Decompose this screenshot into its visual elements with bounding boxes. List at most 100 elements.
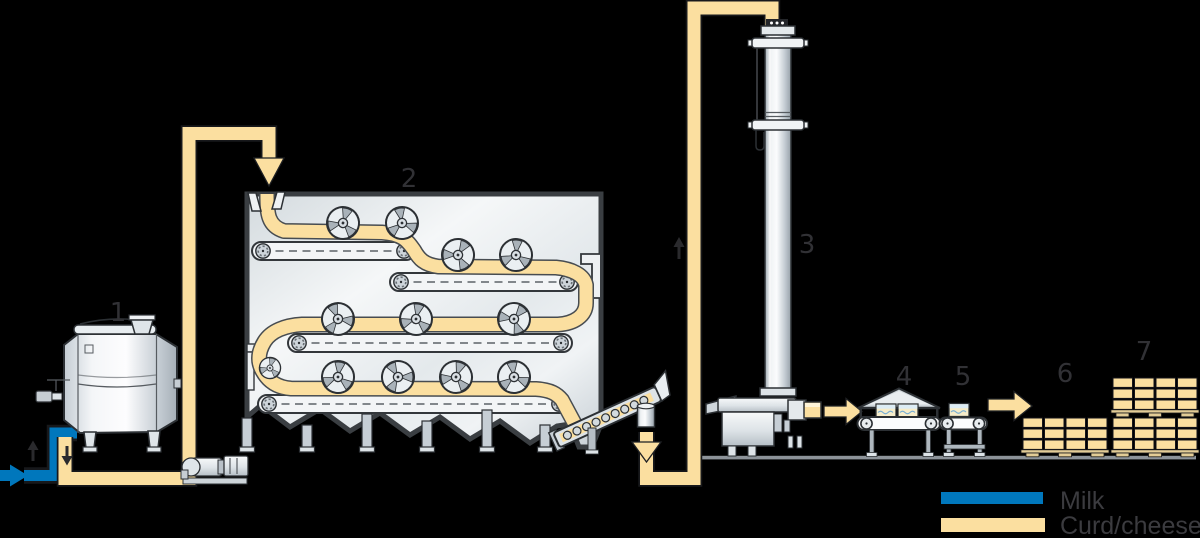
cheese-box	[1155, 428, 1176, 439]
wrapped-cheese-block	[948, 402, 970, 418]
pallet-stack	[1110, 377, 1200, 458]
legend-curd-label: Curd/cheese	[1060, 512, 1200, 538]
cheese-box	[1155, 439, 1176, 450]
pallet	[1110, 449, 1200, 454]
box-pallet	[1020, 417, 1110, 458]
curd-down-arrow-icon	[252, 157, 286, 188]
flow-right-arrow-icon	[987, 390, 1034, 422]
milk-inlet-arrow	[0, 464, 28, 487]
cheese-vat	[35, 314, 182, 453]
pallet	[1020, 449, 1110, 454]
stage-label-1: 1	[110, 298, 127, 328]
flow-down-arrow-icon	[61, 446, 73, 466]
elevator-buckets	[562, 395, 649, 440]
conveyor-belt-3	[287, 333, 573, 353]
elevator-spout	[653, 369, 671, 403]
curd-pipe-vat-to-cabinet	[56, 125, 278, 487]
tower-bracket	[747, 37, 809, 49]
tower-bracket	[747, 119, 809, 151]
cheese-box	[1065, 439, 1086, 450]
cheese-box	[1112, 388, 1133, 399]
cheese-box	[1022, 439, 1043, 450]
tower-cap	[760, 25, 796, 36]
cheese-box	[1177, 388, 1198, 399]
cheese-box	[1134, 399, 1155, 410]
vat-hopper	[130, 319, 154, 335]
stage-label-3: 3	[799, 230, 816, 260]
legend-curd-swatch	[941, 518, 1045, 532]
curd-pipe-to-tower	[630, 0, 781, 487]
cheese-box	[1087, 428, 1108, 439]
pallet	[1110, 409, 1200, 414]
sealing-conveyor	[938, 402, 988, 457]
cheese-box	[1177, 417, 1198, 428]
wrapping-station	[856, 387, 942, 457]
cheese-box	[1134, 377, 1155, 388]
cheddaring-cabinet	[238, 191, 604, 453]
elevator-support	[585, 427, 599, 455]
curd-pump	[180, 455, 249, 485]
cheese-box	[1155, 417, 1176, 428]
cheese-box	[1044, 417, 1065, 428]
cheese-box	[1065, 428, 1086, 439]
vat-leg	[147, 430, 161, 449]
belt-gear-icon	[392, 273, 410, 291]
conveyor-belt-1	[251, 241, 416, 261]
vat-emblem	[84, 344, 94, 354]
belt-gear-icon	[260, 395, 278, 413]
belt-gear-icon	[290, 334, 308, 352]
box-grid	[1022, 417, 1108, 450]
conveyor-belt-2	[389, 272, 579, 292]
stage-label-6: 6	[1057, 359, 1074, 389]
legend-milk-label: Milk	[1060, 487, 1105, 515]
cheese-box	[1112, 439, 1133, 450]
curd-mill	[636, 402, 656, 428]
box-grid	[1112, 417, 1198, 450]
cheese-box	[1155, 377, 1176, 388]
cabinet-legs	[238, 409, 554, 453]
block-former-tower	[747, 19, 809, 397]
flow-right-arrow-icon	[823, 397, 864, 426]
vat-agitator-motor	[35, 390, 53, 403]
cheese-box	[1112, 399, 1133, 410]
flow-up-arrow-icon	[673, 237, 685, 259]
curd-down-arrow-icon	[630, 441, 663, 464]
cheese-box	[1022, 417, 1043, 428]
cheese-box	[1044, 428, 1065, 439]
ground-line	[698, 455, 1196, 460]
vat-leg	[83, 431, 97, 449]
legend-milk-swatch	[941, 492, 1043, 504]
stage-label-2: 2	[401, 164, 418, 194]
cheese-box	[1134, 439, 1155, 450]
cheese-box	[1022, 428, 1043, 439]
inlet-flap	[270, 191, 286, 210]
cheese-block	[803, 401, 822, 419]
milk-pipe	[0, 424, 77, 487]
cheese-box	[1112, 377, 1133, 388]
block-discharge-unit	[705, 395, 822, 457]
stage-label-4: 4	[896, 362, 913, 392]
cheese-box	[1044, 439, 1065, 450]
cheese-box	[1177, 439, 1198, 450]
cheese-box	[1134, 388, 1155, 399]
cheese-box	[1155, 399, 1176, 410]
cheese-box	[1155, 388, 1176, 399]
tower-column	[764, 29, 792, 393]
belt-gear-icon	[255, 243, 272, 260]
cheese-box	[1134, 417, 1155, 428]
cheese-box	[1065, 417, 1086, 428]
legend: Milk Curd/cheese	[941, 487, 1200, 538]
cheese-box	[1087, 439, 1108, 450]
cheese-box	[1112, 417, 1133, 428]
cheese-box	[1177, 399, 1198, 410]
cheese-box	[1177, 428, 1198, 439]
cheese-box	[1112, 428, 1133, 439]
wrapped-cheese-block	[897, 403, 919, 418]
box-grid	[1112, 377, 1198, 410]
stage-label-5: 5	[955, 362, 972, 392]
bucket-elevator	[547, 369, 671, 452]
stage-label-7: 7	[1136, 337, 1153, 367]
cheese-box	[1087, 417, 1108, 428]
